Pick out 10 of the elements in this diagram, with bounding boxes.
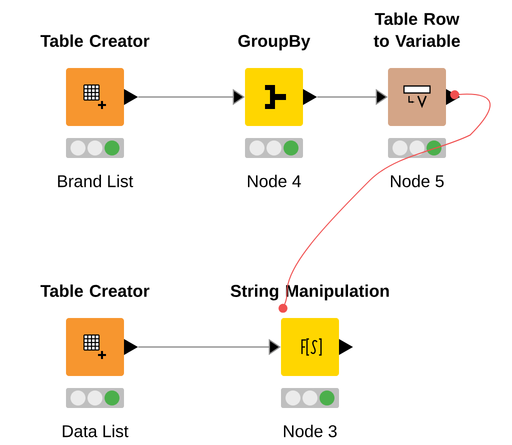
node-title: Table Creator [40, 34, 150, 47]
node-caption: Node 3 [284, 424, 337, 438]
node-caption: Node 4 [248, 174, 301, 188]
node-caption: Data List [62, 424, 128, 438]
node-title: Table Creator [40, 284, 150, 297]
node-title: Table Row to Variable [374, 12, 460, 47]
node-caption: Node 5 [391, 174, 444, 188]
connector [278, 90, 491, 313]
node-caption: Brand List [58, 174, 134, 188]
node-title: GroupBy [238, 34, 310, 50]
